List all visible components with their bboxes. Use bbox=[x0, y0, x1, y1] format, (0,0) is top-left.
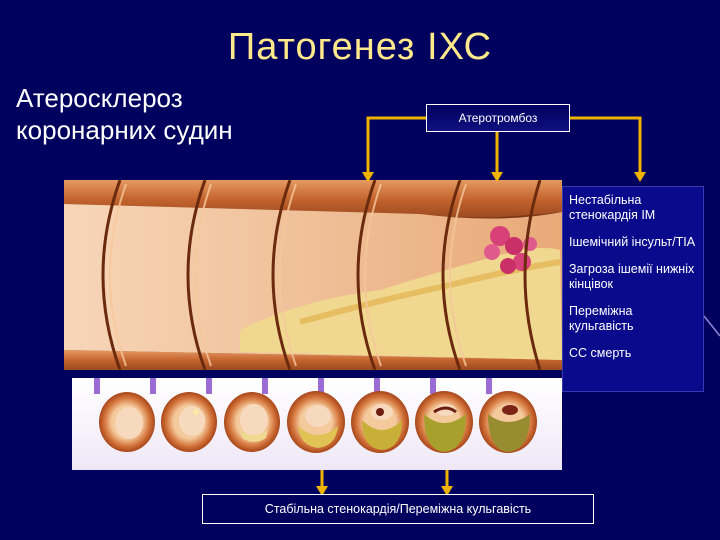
outcome-cv-death: СС смерть bbox=[569, 346, 632, 360]
outcome-limb-ischemia: Загроза ішемії нижніх кінцівок bbox=[569, 262, 695, 291]
page-title: Патогенез ІХС bbox=[227, 26, 493, 68]
cross-section-5 bbox=[351, 391, 409, 453]
stable-angina-label: Стабільна стенокардія/Переміжна кульгаві… bbox=[264, 502, 532, 516]
outcome-unstable-angina: Нестабільна стенокардія ІМ bbox=[569, 193, 656, 222]
cross-section-2 bbox=[161, 392, 217, 452]
stable-arrows bbox=[320, 470, 449, 490]
cross-section-4 bbox=[287, 391, 345, 453]
stable-angina-box: Стабільна стенокардія/Переміжна кульгаві… bbox=[202, 494, 594, 524]
subtitle: Атеросклероз коронарних судин bbox=[16, 83, 233, 145]
outcomes-box: Нестабільна стенокардія ІМ Ішемічний інс… bbox=[562, 186, 704, 392]
cross-sections-panel bbox=[72, 378, 562, 470]
outcome-ischemic-stroke: Ішемічний інсульт/ТІА bbox=[569, 235, 696, 249]
atherothrombosis-box: Атеротромбоз bbox=[426, 104, 570, 132]
outcome-claudication: Переміжна кульгавість bbox=[569, 304, 634, 333]
cross-section-3 bbox=[224, 392, 280, 452]
artery-longitudinal bbox=[64, 179, 562, 371]
atherothrombosis-label: Атеротромбоз bbox=[458, 111, 538, 125]
atherothrombosis-arrows bbox=[366, 116, 642, 176]
cross-section-7 bbox=[479, 391, 537, 453]
cross-section-6 bbox=[415, 391, 473, 453]
cross-section-1 bbox=[99, 392, 155, 452]
